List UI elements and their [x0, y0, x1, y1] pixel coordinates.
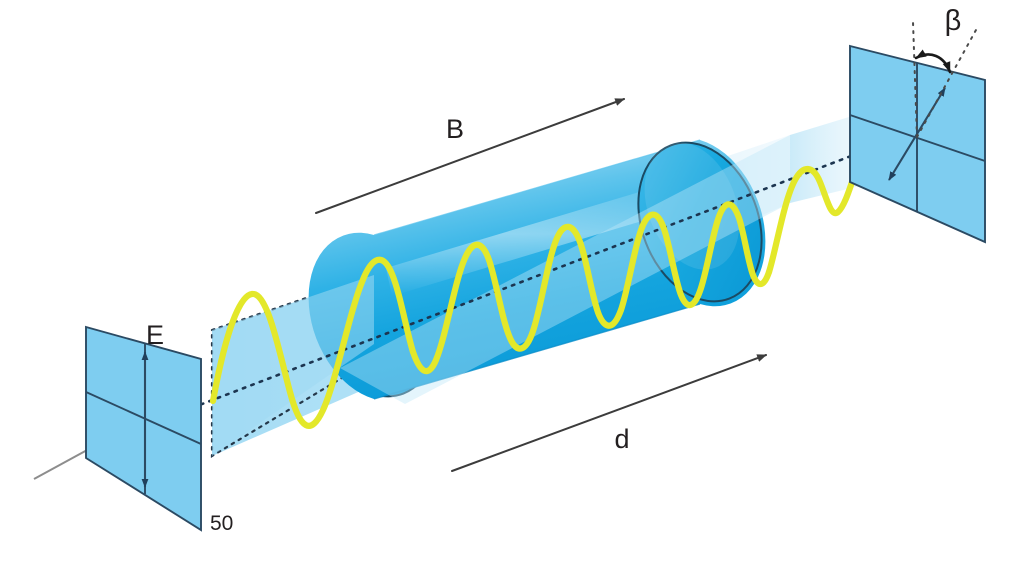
- rotation-arc-arrow: [914, 49, 952, 74]
- polarization-plane-overlay: [340, 135, 790, 404]
- cylinder-highlight: [386, 172, 712, 296]
- magnetic-field-dimension: [315, 98, 625, 214]
- magnetic-field-label: B: [446, 114, 464, 144]
- rotation-angle-label: β: [945, 5, 962, 37]
- rotation-angle-group: [912, 21, 977, 138]
- light-wave-inside: [409, 201, 773, 375]
- light-wave-group: [209, 161, 862, 429]
- length-arrow: [451, 354, 767, 472]
- figure-number-label: 50: [210, 512, 233, 535]
- length-dimension: [451, 354, 767, 472]
- polarization-plane-overlay-left: [212, 275, 374, 456]
- input-polarizer-plate[interactable]: [85, 325, 202, 532]
- electric-field-label: E: [146, 320, 164, 350]
- propagation-axis: [98, 146, 874, 445]
- reference-axis-guide: [912, 21, 918, 138]
- light-wave-exit: [765, 161, 862, 276]
- cylinder-top-edge: [373, 139, 701, 236]
- magnetic-field-arrow: [315, 98, 625, 214]
- light-wave-entry: [209, 256, 417, 429]
- propagation-axis-group: [98, 146, 874, 445]
- output-analyzer-axis-arrow: [888, 87, 946, 181]
- polarization-plane-overlay-group: [212, 135, 790, 456]
- cylinder-bottom-edge: [373, 303, 701, 400]
- length-label: d: [614, 424, 629, 454]
